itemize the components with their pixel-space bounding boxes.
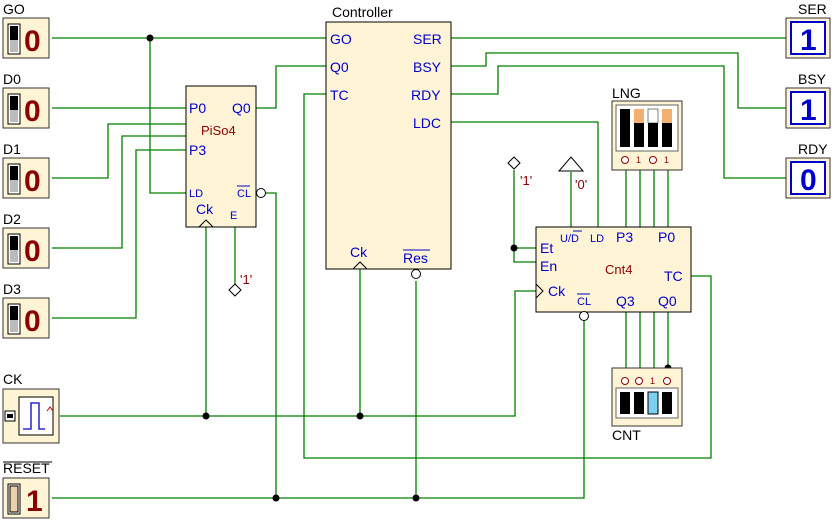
controller-tc-pin: TC [330, 87, 349, 103]
counter-ck-pin: Ck [548, 283, 566, 299]
counter-et-pin: Et [540, 240, 553, 256]
counter-en-pin: En [540, 258, 557, 274]
controller-block[interactable]: GO Q0 TC SER BSY RDY LDC Ck Res [325, 21, 452, 279]
d2-value: 0 [24, 235, 41, 268]
controller-res-pin: Res [403, 250, 428, 266]
counter-name: Cnt4 [605, 262, 632, 277]
counter-ud-pin: U/D [560, 233, 579, 245]
go-value: 0 [24, 25, 41, 58]
input-d0[interactable]: 0 [2, 87, 50, 129]
controller-title: Controller [332, 4, 393, 20]
lng-dip-switch[interactable]: 1 1 [611, 100, 683, 171]
d3-label: D3 [3, 281, 21, 297]
counter-q0-pin: Q0 [658, 293, 677, 309]
piso-e-constant: '1' [240, 272, 252, 287]
et-constant-one: '1' [507, 156, 532, 188]
input-d1[interactable]: 0 [2, 157, 50, 199]
reset-label: RESET [3, 460, 50, 476]
d1-value: 0 [24, 165, 41, 198]
lng-switches [620, 108, 672, 147]
controller-ldc-pin: LDC [413, 115, 441, 131]
cnt-label: CNT [612, 427, 641, 443]
cnt-ud-constant: '0' [575, 177, 587, 192]
cnt-bit-2: 1 [650, 376, 655, 386]
counter-tc-pin: TC [664, 268, 683, 284]
rdy-value: 0 [800, 164, 817, 197]
input-d2[interactable]: 0 [2, 227, 50, 269]
bsy-label: BSY [798, 71, 827, 87]
input-d3[interactable]: 0 [2, 297, 50, 339]
counter-p0-pin: P0 [658, 229, 675, 245]
constant-one-diamond: '1' [228, 272, 252, 297]
controller-q0-pin: Q0 [330, 59, 349, 75]
controller-bsy-pin: BSY [413, 59, 442, 75]
lng-bit-3: 1 [664, 155, 669, 165]
piso-p0-pin: P0 [189, 100, 206, 116]
cnt-et-constant: '1' [520, 173, 532, 188]
piso-e-pin: E [230, 210, 237, 222]
input-go[interactable]: 0 [2, 17, 50, 59]
ser-label: SER [798, 1, 827, 17]
clock-source[interactable] [2, 388, 60, 444]
piso-q0-pin: Q0 [232, 100, 251, 116]
ud-constant-zero: '0' [557, 156, 587, 192]
clock-wave-icon [23, 402, 45, 430]
reset-value: 1 [26, 485, 43, 518]
cnt4-block[interactable]: Et En U/D LD P3 P0 Cnt4 TC Ck CL Q3 Q0 [535, 226, 692, 321]
output-rdy: 0 [785, 157, 831, 199]
lng-bit-1: 1 [636, 155, 641, 165]
counter-ld-pin: LD [590, 233, 604, 245]
d3-value: 0 [24, 305, 41, 338]
go-label: GO [3, 1, 25, 17]
cnt-display: 1 [611, 367, 683, 427]
d2-label: D2 [3, 211, 21, 227]
controller-ck-pin: Ck [350, 244, 368, 260]
piso-ld-pin: LD [189, 188, 203, 200]
controller-rdy-pin: RDY [411, 87, 441, 103]
lng-label: LNG [612, 85, 641, 101]
piso-name: PiSo4 [201, 123, 236, 138]
piso-ck-pin: Ck [196, 201, 214, 217]
d0-label: D0 [3, 71, 21, 87]
bsy-value: 1 [800, 94, 817, 127]
rdy-label: RDY [798, 141, 828, 157]
counter-q3-pin: Q3 [616, 293, 635, 309]
ser-value: 1 [800, 24, 817, 57]
controller-go-pin: GO [330, 31, 352, 47]
ck-label: CK [3, 371, 23, 387]
piso-p3-pin: P3 [189, 142, 206, 158]
output-ser: 1 [785, 17, 831, 59]
d0-value: 0 [24, 95, 41, 128]
piso4-block[interactable]: P0 Q0 PiSo4 P3 LD CL Ck E [185, 85, 266, 228]
counter-p3-pin: P3 [616, 229, 633, 245]
counter-cl-pin: CL [577, 296, 591, 308]
piso-cl-pin: CL [237, 188, 251, 200]
d1-label: D1 [3, 141, 21, 157]
output-bsy: 1 [785, 87, 831, 129]
wires [52, 37, 786, 499]
controller-ser-pin: SER [413, 31, 442, 47]
reset-switch[interactable]: 1 [2, 477, 50, 519]
